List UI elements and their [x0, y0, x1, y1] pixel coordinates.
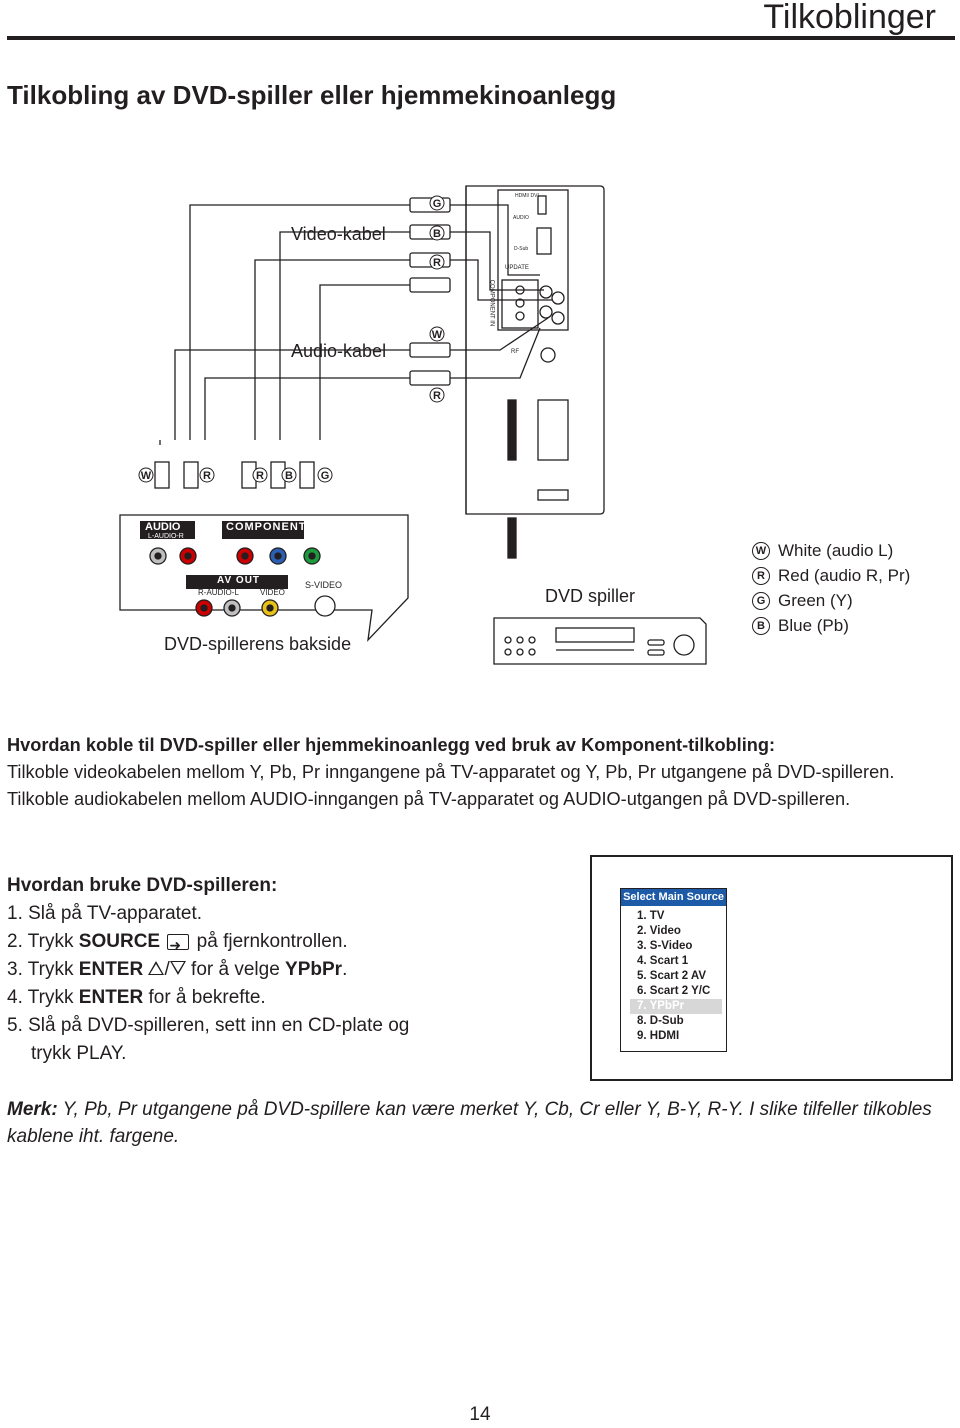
- page-title: Tilkoblinger: [763, 0, 936, 36]
- step3-target: YPbPr: [285, 959, 343, 980]
- step4-key: ENTER: [78, 987, 144, 1008]
- howto-step-5-cont: trykk PLAY.: [31, 1043, 127, 1064]
- legend-blue-icon: B: [752, 617, 770, 635]
- svg-text:R: R: [433, 390, 441, 402]
- howto: Hvordan bruke DVD-spilleren: 1. Slå på T…: [7, 872, 409, 1068]
- step2-key: SOURCE: [78, 931, 161, 952]
- step4-pre: 4. Trykk: [7, 987, 79, 1008]
- svg-text:R: R: [203, 470, 211, 482]
- panel-avout-sub: R-AUDIO-L: [198, 588, 239, 597]
- up-arrow-icon: [148, 961, 165, 975]
- tv-component-in-label: COMPONENT IN: [488, 279, 495, 327]
- legend-blue: B Blue (Pb): [752, 616, 849, 636]
- tv-audio-label: AUDIO: [513, 215, 529, 221]
- svg-text:B: B: [433, 228, 441, 240]
- legend-green: G Green (Y): [752, 591, 853, 611]
- menu-item-hdmi[interactable]: 9. HDMI: [637, 1030, 680, 1042]
- audio-cable-label: Audio-kabel: [291, 341, 387, 361]
- legend-white: W White (audio L): [752, 541, 893, 561]
- step2-post: på fjernkontrollen.: [191, 931, 348, 952]
- svg-text:R: R: [433, 257, 441, 269]
- howto-heading: Hvordan bruke DVD-spilleren:: [7, 875, 278, 896]
- menu-frame: [590, 855, 953, 1081]
- menu-item-ypbpr[interactable]: 7. YPbPr: [630, 999, 722, 1014]
- howto-step-4: 4. Trykk ENTER for å bekrefte.: [7, 984, 409, 1012]
- instructions-body: Tilkoble videokabelen mellom Y, Pb, Pr i…: [7, 762, 895, 809]
- menu-item-scart2yc[interactable]: 6. Scart 2 Y/C: [637, 985, 711, 997]
- legend-red: R Red (audio R, Pr): [752, 566, 910, 586]
- tv-update-label: UPDATE: [505, 265, 529, 271]
- menu-item-tv[interactable]: 1. TV: [637, 910, 665, 922]
- source-icon: [167, 931, 190, 959]
- connection-diagram: G B R W R W R R B G: [119, 185, 707, 665]
- svg-text:R: R: [256, 470, 264, 482]
- page-number: 14: [469, 1404, 491, 1425]
- menu-item-scart2av[interactable]: 5. Scart 2 AV: [637, 970, 707, 982]
- panel-component-label: COMPONENT: [226, 521, 307, 533]
- tv-dsub-label: D-Sub: [514, 246, 529, 252]
- note: Merk: Y, Pb, Pr utgangene på DVD-spiller…: [7, 1096, 957, 1150]
- legend-red-text: Red (audio R, Pr): [778, 566, 911, 585]
- menu-item-video[interactable]: 2. Video: [637, 925, 681, 937]
- howto-step-3: 3. Trykk ENTER / for å velge YPbPr.: [7, 959, 348, 980]
- section-heading: Tilkobling av DVD-spiller eller hjemmeki…: [7, 80, 617, 110]
- menu-item-svideo[interactable]: 3. S-Video: [637, 940, 693, 952]
- panel-audio-sub: L-AUDIO-R: [148, 533, 184, 540]
- howto-step-2: 2. Trykk SOURCE på fjernkontrollen.: [7, 928, 409, 959]
- legend-blue-text: Blue (Pb): [778, 616, 849, 635]
- menu-item-scart1[interactable]: 4. Scart 1: [637, 955, 689, 967]
- instructions-heading: Hvordan koble til DVD-spiller eller hjem…: [7, 735, 776, 755]
- legend-red-icon: R: [752, 567, 770, 585]
- note-label: Merk:: [7, 1099, 58, 1120]
- panel-svideo-label: S-VIDEO: [305, 580, 343, 590]
- instructions: Hvordan koble til DVD-spiller eller hjem…: [7, 732, 957, 813]
- svg-text:G: G: [321, 470, 330, 482]
- svg-text:G: G: [433, 198, 442, 210]
- svg-text:W: W: [141, 470, 152, 482]
- legend-white-icon: W: [752, 542, 770, 560]
- tv-rf-label: RF: [511, 349, 519, 355]
- panel-video-label: VIDEO: [260, 588, 285, 597]
- legend-white-text: White (audio L): [778, 541, 894, 560]
- howto-step-5: 5. Slå på DVD-spilleren, sett inn en CD-…: [7, 1015, 410, 1036]
- legend-green-text: Green (Y): [778, 591, 853, 610]
- source-menu: [620, 888, 727, 1052]
- legend-green-icon: G: [752, 592, 770, 610]
- step3-pre: 3. Trykk: [7, 959, 79, 980]
- note-text: Y, Pb, Pr utgangene på DVD-spillere kan …: [7, 1099, 932, 1147]
- menu-item-dsub[interactable]: 8. D-Sub: [637, 1015, 684, 1027]
- video-cable-label: Video-kabel: [291, 224, 386, 244]
- source-menu-header: Select Main Source: [621, 889, 726, 906]
- title-rule: [7, 36, 955, 40]
- dvd-player-label: DVD spiller: [545, 586, 636, 606]
- step3-mid: for å velge: [185, 959, 286, 980]
- dvd-back-label: DVD-spillerens bakside: [164, 634, 352, 654]
- panel-audio-label: AUDIO: [145, 521, 181, 533]
- step3-post: .: [342, 959, 348, 980]
- step3-key: ENTER: [78, 959, 144, 980]
- step4-post: for å bekrefte.: [143, 987, 266, 1008]
- down-arrow-icon: [169, 961, 186, 975]
- tv-hdmi-label: HDMI/ DVI: [515, 193, 539, 199]
- svg-text:W: W: [432, 329, 443, 341]
- panel-avout-label: AV OUT: [217, 575, 261, 586]
- howto-step-1: 1. Slå på TV-apparatet.: [7, 903, 203, 924]
- svg-text:B: B: [285, 470, 293, 482]
- step2-pre: 2. Trykk: [7, 931, 79, 952]
